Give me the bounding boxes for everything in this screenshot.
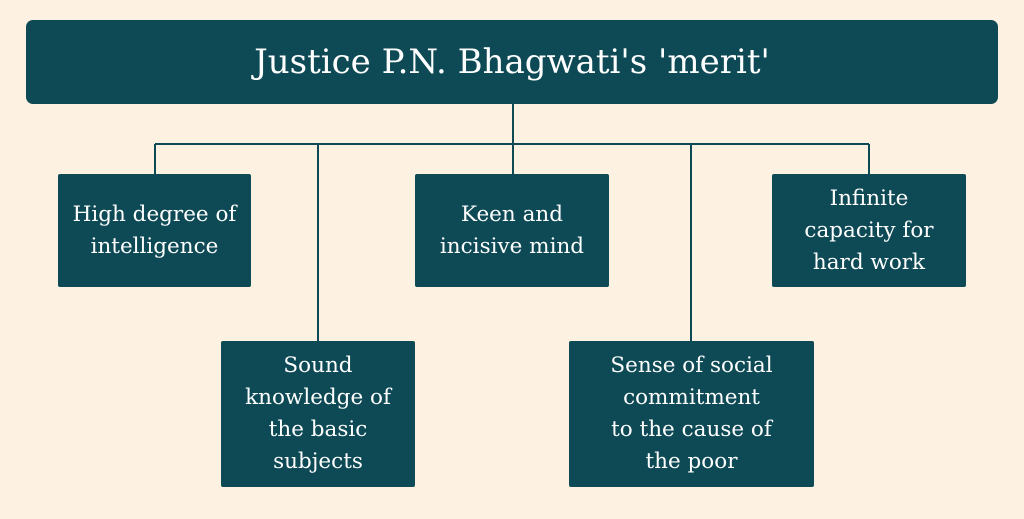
node-text: Sense of social commitment to the cause … [610,350,772,478]
node-line: the basic [268,417,368,442]
node-line: hard work [812,249,926,275]
node-capacity-for-hard-work: Infinite capacity for hard work [772,174,966,287]
node-line: Sound [283,353,353,378]
node-line: incisive mind [439,233,585,259]
node-line: knowledge of [245,385,391,410]
diagram-title-box: Justice P.N. Bhagwati's 'merit' [26,20,998,104]
node-text: Keen and incisive mind [440,199,584,263]
diagram-title: Justice P.N. Bhagwati's 'merit' [254,42,770,82]
node-line: Sense of social [610,353,773,378]
node-text: Infinite capacity for hard work [804,183,933,279]
node-line: subjects [273,449,363,474]
node-social-commitment: Sense of social commitment to the cause … [569,341,814,487]
node-high-degree-of-intelligence: High degree of intelligence [58,174,251,287]
node-keen-incisive-mind: Keen and incisive mind [415,174,609,287]
node-line: commitment [623,385,760,410]
node-line: to the cause of [611,417,772,442]
node-text: Sound knowledge of the basic subjects [245,350,391,478]
node-line: Keen and [460,201,564,227]
node-line: intelligence [90,233,219,259]
node-sound-knowledge: Sound knowledge of the basic subjects [221,341,415,487]
node-line: capacity for [804,217,934,243]
node-line: the poor [645,449,738,474]
node-text: High degree of intelligence [73,199,237,263]
node-line: High degree of [72,201,237,227]
node-line: Infinite [829,185,909,211]
